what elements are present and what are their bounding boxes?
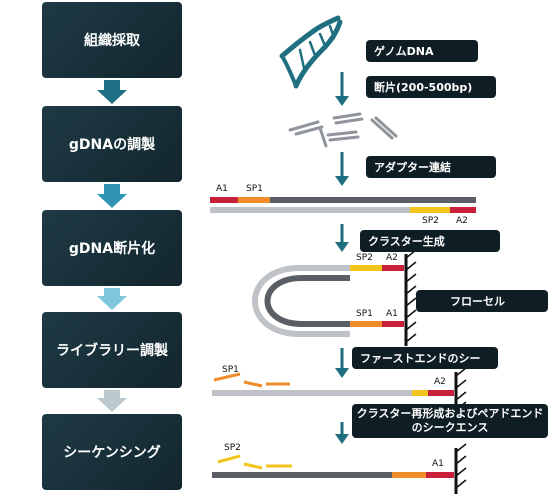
label-sp1: SP1 (356, 309, 373, 319)
process-arrow (335, 72, 349, 444)
label-paired-end-sequencing: クラスター再形成およびペアドエンドのシークエンス (352, 404, 548, 438)
label-a1: A1 (386, 309, 398, 319)
label-first-end-sequencing: ファーストエンドのシー (352, 347, 498, 369)
label-a1: A1 (216, 184, 228, 194)
step-arrow (97, 288, 127, 310)
step-label: シーケンシング (63, 445, 161, 461)
step-tissue-collection: 組織採取 (42, 2, 182, 78)
step-library-prep: ライブラリー調製 (42, 312, 182, 388)
dna-fragments (288, 112, 398, 148)
label-a2: A2 (456, 216, 468, 226)
step-gdna-preparation: gDNAの調製 (42, 106, 182, 182)
label-cluster-generation: クラスター生成 (360, 230, 500, 252)
bridge-cluster (252, 265, 404, 337)
flow-cell-surface (454, 367, 467, 411)
step-label: ライブラリー調製 (56, 343, 168, 359)
label-genome-dna: ゲノムDNA (366, 40, 478, 62)
paired-end-read (212, 454, 454, 478)
label-sp2: SP2 (356, 253, 373, 263)
label-a2: A2 (386, 253, 398, 263)
label-sp2: SP2 (224, 443, 241, 453)
first-end-read (212, 372, 454, 396)
label-adapter-ligation: アダプター連結 (366, 156, 496, 178)
label-a2: A2 (434, 377, 446, 387)
label-sp1: SP1 (246, 184, 263, 194)
dna-helix-icon (279, 15, 343, 89)
label-a1: A1 (432, 459, 444, 469)
step-sequencing: シーケンシング (42, 414, 182, 490)
label-sp2: SP2 (422, 216, 439, 226)
label-sp1: SP1 (222, 365, 239, 375)
step-gdna-fragmentation: gDNA断片化 (42, 210, 182, 286)
step-label: gDNAの調製 (68, 137, 156, 153)
label-flow-cell: フローセル (416, 290, 548, 312)
label-fragmentation: 断片(200-500bp) (366, 76, 496, 98)
step-label: gDNA断片化 (68, 241, 156, 257)
step-label: 組織採取 (84, 33, 140, 49)
step-arrow (97, 80, 127, 104)
adapter-ligated-fragment (210, 197, 476, 213)
step-arrow (97, 390, 127, 412)
flow-cell-surface (404, 249, 417, 346)
flow-cell-surface (454, 443, 467, 494)
step-arrow (97, 184, 127, 208)
